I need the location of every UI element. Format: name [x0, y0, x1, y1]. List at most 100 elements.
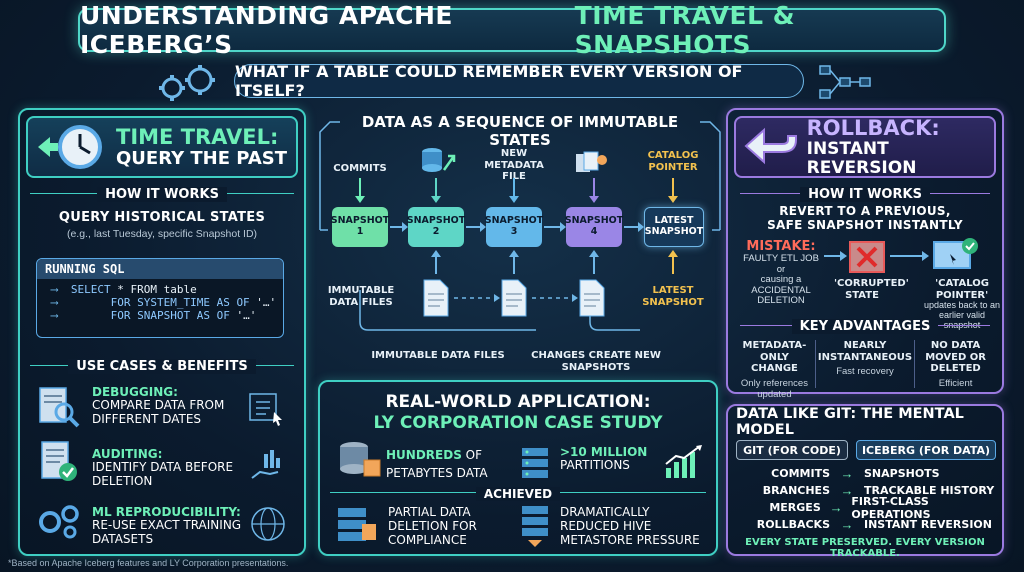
subtitle: WHAT IF A TABLE COULD REMEMBER EVERY VER… [234, 62, 804, 100]
database-icon [340, 442, 381, 477]
snapshot-4[interactable]: SNAPSHOT 4 [565, 207, 623, 247]
rollback-flow [824, 241, 929, 273]
achieved-2: DRAMATICALLY REDUCED HIVE METASTORE PRES… [560, 505, 700, 547]
server-delete-icon [338, 508, 376, 541]
network-icon [819, 65, 871, 99]
down-arrows [355, 178, 678, 203]
new-metadata-label: NEW METADATA FILE [484, 148, 544, 182]
real-world-title1: REAL-WORLD APPLICATION: [385, 392, 651, 412]
catalog-text: updates back to an earlier valid snapsho… [923, 300, 1001, 330]
arrow-right-icon: → [829, 500, 843, 515]
arrow-right-icon: → [840, 483, 854, 498]
catalog-block: 'CATALOG POINTER' updates back to an ear… [922, 278, 1002, 331]
latest-snapshot-box[interactable]: LATEST SNAPSHOT [644, 207, 704, 247]
data-files-icons [423, 279, 605, 317]
revert-text: REVERT TO A PREVIOUS, SAFE SNAPSHOT INST… [767, 204, 963, 232]
git-rows: COMMITS → SNAPSHOTS BRANCHES → TRACKABLE… [736, 465, 996, 533]
use-case-3-title: ML REPRODUCIBILITY: [92, 505, 241, 519]
immutable-files-label: IMMUTABLE DATA FILES [327, 285, 395, 308]
git-panel [726, 404, 1004, 556]
advantages-row: METADATA-ONLY CHANGE Only references upd… [734, 340, 996, 400]
git-row-1-left: COMMITS [771, 467, 830, 480]
git-row-2-left: BRANCHES [762, 484, 830, 497]
undo-arrow-icon [744, 127, 797, 165]
snapshot-3-line2: 3 [510, 226, 518, 237]
git-row-4-right: INSTANT REVERSION [864, 518, 992, 531]
git-footer: EVERY STATE PRESERVED. EVERY VERSION TRA… [745, 537, 985, 559]
arrow-right-icon: → [840, 466, 854, 481]
use-case-2-title: AUDITING: [92, 447, 163, 461]
bottom-left-label: IMMUTABLE DATA FILES [371, 350, 505, 361]
rollback-heading1: ROLLBACK: [806, 115, 940, 140]
snapshot-2[interactable]: SNAPSHOT 2 [406, 207, 466, 247]
git-row-3-left: MERGES [769, 501, 821, 514]
main-title: UNDERSTANDING APACHE ICEBERG’S TIME TRAV… [78, 1, 946, 59]
monitor-check-icon [933, 238, 978, 269]
latest-snapshot-box-label: LATEST SNAPSHOT [644, 215, 704, 237]
sequence-title: DATA AS A SEQUENCE OF IMMUTABLE STATES [361, 113, 679, 149]
advantage-3-text: Efficient [938, 377, 973, 389]
snapshot-2-line2: 2 [432, 226, 440, 237]
code-kw-system-time: FOR SYSTEM_TIME AS OF [110, 296, 250, 309]
files-gear-icon [576, 151, 607, 172]
use-case-3: ML REPRODUCIBILITY: RE-USE EXACT TRAININ… [92, 505, 242, 547]
rollback-heading2: INSTANT REVERSION [806, 138, 917, 178]
use-case-1: DEBUGGING: COMPARE DATA FROM DIFFERENT D… [92, 385, 242, 427]
snapshot-1-line1: SNAPSHOT [330, 215, 390, 227]
advantage-1-text: Only references updated [740, 377, 808, 400]
title-part1: UNDERSTANDING APACHE ICEBERG’S [80, 1, 453, 59]
achieved-label: ACHIEVED [475, 487, 561, 501]
mistake-title: MISTAKE: [746, 239, 816, 254]
git-row: BRANCHES → TRACKABLE HISTORY [736, 482, 996, 499]
document-check-icon [41, 441, 77, 481]
git-col2: ICEBERG (FOR DATA) [856, 440, 996, 460]
snapshot-1[interactable]: SNAPSHOT 1 [330, 207, 390, 247]
code-rest-2: '…' [249, 296, 277, 309]
snapshot-3-line1: SNAPSHOT [484, 215, 544, 227]
server-rack-icon [522, 448, 548, 478]
git-title: DATA LIKE GIT: THE MENTAL MODEL [736, 406, 964, 438]
rb-how-it-works: HOW IT WORKS [800, 187, 930, 202]
snapshot-2-line1: SNAPSHOT [406, 215, 466, 227]
git-row-2-right: TRACKABLE HISTORY [864, 484, 995, 497]
advantage-1: METADATA-ONLY CHANGE Only references upd… [734, 340, 816, 400]
snapshot-3[interactable]: SNAPSHOT 3 [484, 207, 544, 247]
latest-snapshot-label: LATEST SNAPSHOT [642, 285, 704, 308]
gears-icon [159, 65, 215, 101]
commits-label: COMMITS [333, 163, 387, 174]
code-rest-3: '…' [229, 309, 257, 322]
git-row: COMMITS → SNAPSHOTS [736, 465, 996, 482]
code-header: RUNNING SQL [37, 259, 283, 279]
code-kw-select: SELECT [70, 283, 111, 296]
database-up-icon [422, 148, 456, 172]
git-row: ROLLBACKS → INSTANT REVERSION [736, 516, 996, 533]
gears-icon [39, 505, 79, 539]
use-case-2-text: IDENTIFY DATA BEFORE DELETION [92, 460, 234, 488]
query-title: QUERY HISTORICAL STATES [58, 210, 266, 225]
tt-how-it-works: HOW IT WORKS [97, 187, 227, 202]
advantages-wrap: KEY ADVANTAGES [726, 317, 1004, 335]
code-kw-snapshot: FOR SNAPSHOT AS OF [110, 309, 230, 322]
achieved-1: PARTIAL DATA DELETION FOR COMPLIANCE [388, 505, 477, 547]
snapshot-1-line2: 1 [356, 226, 364, 237]
advantage-3: NO DATA MOVED OR DELETED Efficient [915, 340, 996, 389]
mistake-l2: or [776, 263, 786, 275]
stat-2-rest: PARTITIONS [560, 458, 630, 473]
real-world-title2: LY CORPORATION CASE STUDY [373, 413, 663, 433]
advantage-3-title: NO DATA MOVED OR DELETED [925, 340, 986, 374]
real-world-panel [318, 380, 718, 556]
stat-2-hl: >10 MILLION [560, 445, 648, 459]
sequence-connectors [319, 121, 721, 331]
clock-icon [38, 125, 102, 169]
chart-hand-icon [251, 450, 280, 479]
snapshot-arrows [390, 222, 644, 232]
globe-network-icon [251, 507, 285, 541]
rb-how-wrap: HOW IT WORKS [726, 185, 1004, 203]
title-part2: TIME TRAVEL & SNAPSHOTS [574, 1, 796, 59]
corrupted-label: 'CORRUPTED' STATE [834, 278, 909, 301]
code-rest-1: * FROM table [110, 283, 197, 296]
mistake-block: MISTAKE: FAULTY ETL JOB or causing a ACC… [732, 239, 830, 306]
use-case-2: AUDITING: IDENTIFY DATA BEFORE DELETION [92, 447, 242, 489]
growth-chart-icon [665, 445, 702, 478]
tt-how-wrap: HOW IT WORKS [0, 185, 324, 203]
